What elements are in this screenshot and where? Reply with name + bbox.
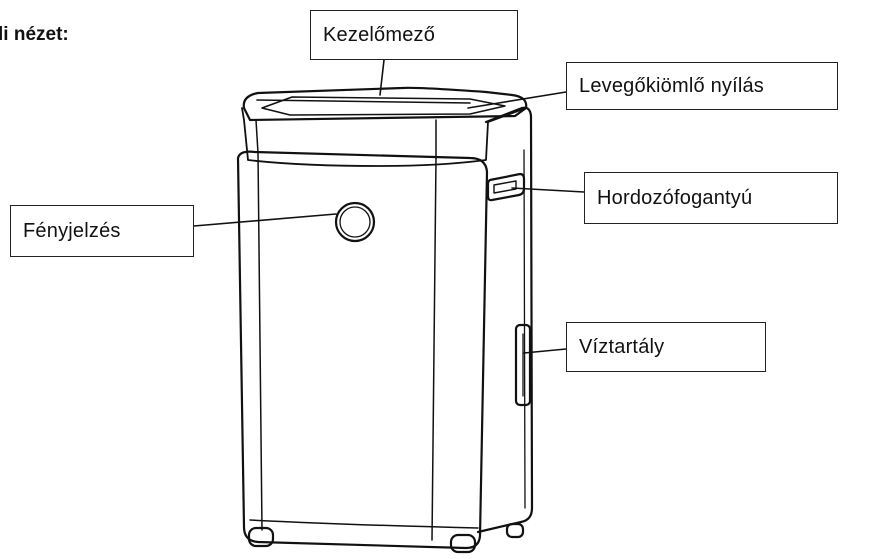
- wheel-back-right: [505, 522, 525, 539]
- label-water-tank: Víztartály: [566, 322, 766, 372]
- control-panel-edge: [256, 99, 471, 104]
- water-tank-outer: [514, 323, 532, 407]
- label-air-outlet-text: Levegőkiömlő nyílás: [579, 75, 765, 97]
- wheel-front-left: [247, 526, 275, 548]
- label-indicator-light-text: Fényjelzés: [23, 220, 121, 242]
- label-indicator-light: Fényjelzés: [10, 205, 194, 257]
- leader-carry-handle: [511, 187, 585, 193]
- base-line: [249, 519, 479, 529]
- top-cover: [241, 86, 528, 167]
- top-cover-inner: [261, 96, 506, 116]
- leader-water-tank: [523, 348, 567, 354]
- top-cover-rim: [241, 107, 527, 167]
- carry-handle-inner: [493, 180, 517, 194]
- leader-lines: [193, 59, 585, 354]
- wheels: [247, 522, 525, 554]
- indicator-light-icon: [334, 201, 376, 243]
- front-seam-left-top: [255, 119, 259, 154]
- wheel-front-right: [449, 533, 477, 554]
- water-tank-icon: [514, 323, 532, 407]
- front-seam-right: [431, 157, 437, 541]
- leader-control-panel: [379, 59, 385, 96]
- front-seam-left: [257, 152, 263, 531]
- label-air-outlet: Levegőkiömlő nyílás: [566, 62, 838, 110]
- top-cover-outer: [242, 86, 528, 122]
- side-panel-seam: [523, 149, 526, 509]
- indicator-light-inner: [339, 206, 371, 238]
- front-body: [236, 150, 489, 550]
- carry-handle-outer: [486, 172, 526, 202]
- leader-indicator-light: [193, 213, 337, 227]
- leader-air-outlet: [467, 91, 567, 109]
- label-control-panel-text: Kezelőmező: [323, 24, 436, 46]
- label-carry-handle: Hordozófogantyú: [584, 172, 838, 224]
- label-carry-handle-text: Hordozófogantyú: [597, 187, 753, 209]
- label-control-panel: Kezelőmező: [310, 10, 518, 60]
- label-water-tank-text: Víztartály: [579, 336, 665, 358]
- view-heading: li nézet:: [0, 24, 69, 45]
- carry-handle-icon: [486, 172, 526, 202]
